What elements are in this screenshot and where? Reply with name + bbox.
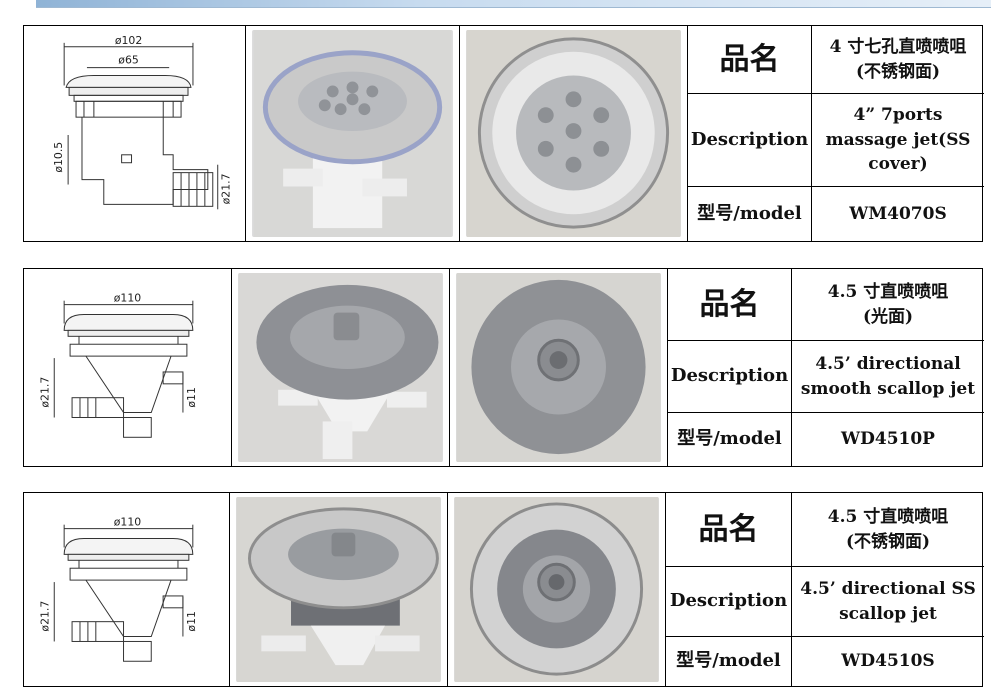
dim-label: ø110 [114,516,141,529]
description-value: 4.5’ directional smooth scallop jet [792,341,984,413]
model-value: WD4510S [841,651,935,672]
description-label: Description [666,567,792,637]
name-label: 品名 [688,26,812,94]
dim-label: ø65 [118,54,138,67]
name-label: 品名 [666,493,792,567]
technical-drawing: ø110 ø21.7 ø11 [24,493,230,686]
model-value: WM4070S [849,203,947,224]
dim-label: ø11 [185,611,198,632]
model-label: 型号/model [668,413,792,466]
name-value: 4 寸七孔直喷喷咀 (不锈钢面) [812,26,984,94]
spec-table: 品名 4 寸七孔直喷喷咀 (不锈钢面) Description 4” 7port… [688,26,984,241]
dim-label: ø110 [114,292,141,305]
name-value: 4.5 寸直喷喷咀 (不锈钢面) [792,493,984,567]
dim-label: ø102 [115,34,142,47]
dim-label: ø11 [185,387,198,408]
spec-table: 品名 4.5 寸直喷喷咀 (不锈钢面) Description 4.5’ dir… [666,493,984,686]
model-value: WD4510P [841,429,935,450]
product-photo-side [246,26,460,241]
technical-drawing: ø102 ø65 ø10.5 ø21.7 [24,26,246,241]
product-photo-side [230,493,448,686]
dim-label: ø10.5 [52,142,65,173]
description-label: Description [688,94,812,187]
name-label: 品名 [668,269,792,341]
product-row-2: ø110 ø21.7 ø11 品名 4.5 [23,268,984,467]
model-label: 型号/model [666,637,792,686]
description-label: Description [668,341,792,413]
product-photo-side [232,269,450,466]
spec-table: 品名 4.5 寸直喷喷咀 (光面) Description 4.5’ direc… [668,269,984,466]
product-row-1: ø102 ø65 ø10.5 ø21.7 [23,25,984,242]
product-row-3: ø110 ø21.7 ø11 品名 [23,492,984,687]
product-photo-front [450,269,668,466]
dim-label: ø21.7 [38,377,51,408]
description-value: 4.5’ directional SS scallop jet [792,567,984,637]
dim-label: ø21.7 [220,173,233,204]
technical-drawing: ø110 ø21.7 ø11 [24,269,232,466]
model-label: 型号/model [688,187,812,241]
description-value: 4” 7ports massage jet(SS cover) [812,94,984,187]
product-photo-front [448,493,666,686]
dim-label: ø21.7 [38,601,51,632]
header-banner [36,0,991,8]
product-photo-front [460,26,688,241]
name-value: 4.5 寸直喷喷咀 (光面) [792,269,984,341]
